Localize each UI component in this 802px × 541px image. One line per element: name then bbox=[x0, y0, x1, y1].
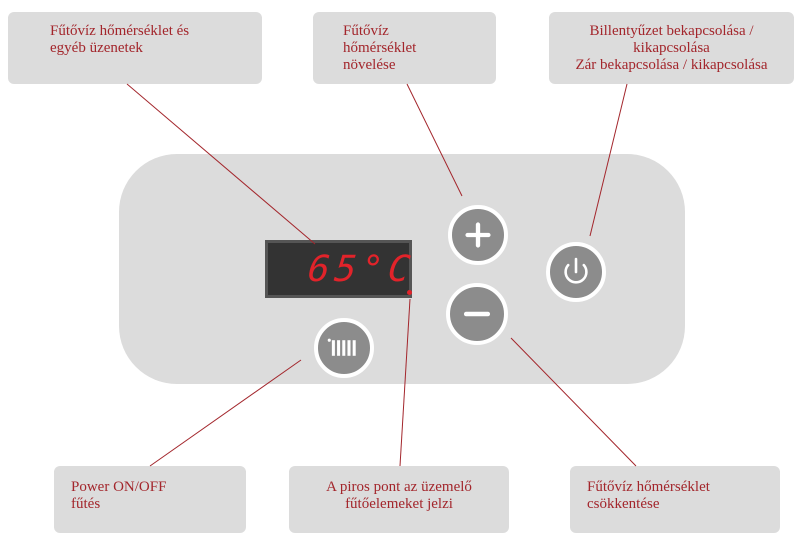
plus-icon bbox=[465, 222, 491, 248]
leader-line-heating bbox=[149, 359, 302, 467]
callout-line: fűtés bbox=[71, 496, 101, 512]
temperature-display: 65°C bbox=[265, 240, 417, 298]
radiator-icon bbox=[327, 338, 356, 356]
callout-line: hőmérséklet bbox=[343, 40, 417, 56]
callout-line: kikapcsolása bbox=[633, 40, 710, 56]
callout-line: Fűtővíz hőmérséklet bbox=[587, 479, 710, 495]
callout-line: csökkentése bbox=[587, 496, 660, 512]
callout-power-lock: Billentyűzet bekapcsolása / kikapcsolása… bbox=[549, 12, 794, 84]
callout-heating-power: Power ON/OFF fűtés bbox=[54, 466, 246, 533]
callout-line: Power ON/OFF bbox=[71, 479, 167, 495]
callout-line: Fűtővíz hőmérséklet és bbox=[50, 23, 190, 39]
leader-line-power bbox=[589, 83, 628, 237]
leader-line-minus bbox=[510, 337, 637, 467]
keypad-power-button[interactable] bbox=[546, 242, 606, 302]
leader-line-red-point bbox=[399, 298, 411, 467]
callout-decrease-temperature: Fűtővíz hőmérséklet csökkentése bbox=[570, 466, 780, 533]
power-icon bbox=[564, 257, 588, 284]
minus-icon bbox=[463, 311, 491, 317]
callout-line: növelése bbox=[343, 57, 396, 73]
callout-line: Fűtővíz bbox=[343, 23, 389, 39]
callout-line: Billentyűzet bekapcsolása / bbox=[589, 23, 754, 39]
callout-line: Zár bekapcsolása / kikapcsolása bbox=[575, 57, 768, 73]
callout-line: fűtőelemeket jelzi bbox=[345, 496, 453, 512]
callout-increase-temperature: Fűtővíz hőmérséklet növelése bbox=[313, 12, 496, 84]
leader-line-plus bbox=[406, 83, 463, 197]
callout-line: egyéb üzenetek bbox=[50, 40, 143, 56]
callout-red-point: A piros pont az üzemelő fűtőelemeket jel… bbox=[289, 466, 509, 533]
leader-line-display bbox=[126, 83, 316, 245]
increase-temperature-button[interactable] bbox=[448, 205, 508, 265]
decrease-temperature-button[interactable] bbox=[446, 283, 508, 345]
heating-power-button[interactable] bbox=[314, 318, 374, 378]
heating-element-indicator-dot bbox=[407, 290, 412, 295]
callout-display-messages: Fűtővíz hőmérséklet és egyéb üzenetek bbox=[8, 12, 262, 84]
callout-line: A piros pont az üzemelő bbox=[326, 479, 472, 495]
